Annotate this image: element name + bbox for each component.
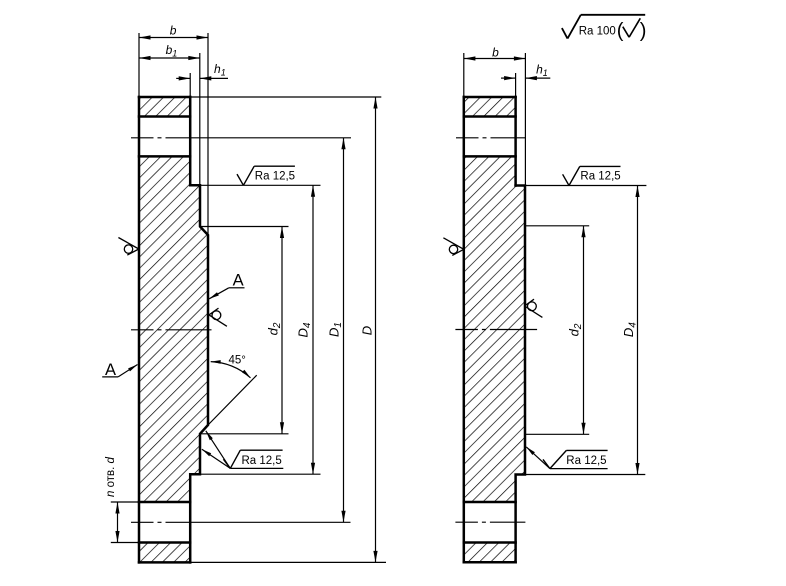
svg-text:h1: h1: [536, 63, 548, 78]
svg-text:Ra 12,5: Ra 12,5: [580, 171, 620, 183]
svg-text:(: (: [617, 20, 624, 42]
svg-text:A: A: [233, 271, 244, 289]
svg-text:Ra 100: Ra 100: [579, 25, 616, 37]
svg-text:n отв. d: n отв. d: [105, 456, 117, 497]
svg-text:b: b: [170, 24, 177, 38]
svg-text:Ra 12,5: Ra 12,5: [255, 170, 295, 182]
svg-text:Ra 12,5: Ra 12,5: [242, 455, 282, 467]
svg-text:45°: 45°: [229, 354, 246, 366]
svg-text:): ): [640, 20, 647, 42]
svg-text:b1: b1: [166, 43, 178, 58]
svg-text:A: A: [105, 361, 116, 379]
svg-text:b: b: [492, 46, 499, 60]
svg-text:Ra 12,5: Ra 12,5: [566, 455, 606, 467]
svg-text:D: D: [360, 326, 375, 335]
svg-text:h1: h1: [214, 62, 226, 77]
